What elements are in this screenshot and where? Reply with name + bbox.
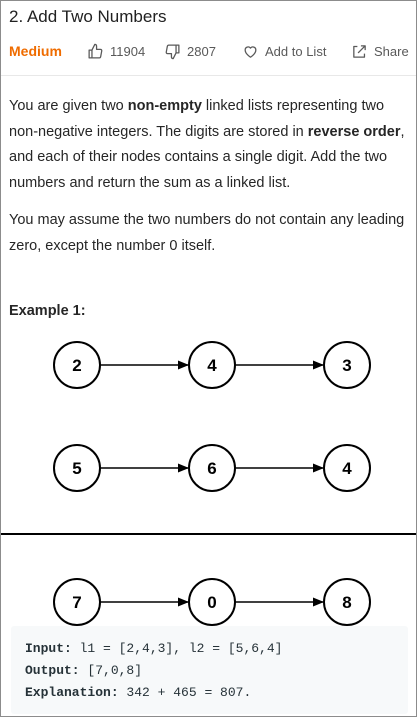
- description-text: , and each of their nodes contains a sin…: [9, 123, 405, 191]
- node-value: 3: [342, 356, 351, 375]
- problem-meta-bar: Medium 11904 2807 Add to List: [1, 39, 416, 63]
- input-label: Input:: [25, 641, 72, 656]
- share-label: Share: [374, 43, 409, 59]
- list-node: [188, 444, 236, 492]
- emphasized-text: reverse order: [307, 123, 401, 140]
- node-value: 4: [207, 356, 217, 375]
- add-to-list-label: Add to List: [265, 43, 327, 59]
- thumbs-down-icon: [165, 43, 180, 59]
- list-node: [323, 444, 371, 492]
- list-node: [188, 578, 236, 626]
- node-value: 2: [72, 356, 81, 375]
- description-paragraph-2: You may assume the two numbers do not co…: [9, 212, 405, 254]
- list-node: [53, 578, 101, 626]
- share-button[interactable]: Share: [351, 39, 409, 63]
- meta-divider: [1, 75, 416, 76]
- difficulty-badge: Medium: [9, 43, 62, 59]
- node-value: 8: [342, 593, 351, 612]
- list-node: [53, 444, 101, 492]
- like-button[interactable]: 11904: [87, 39, 145, 63]
- input-value: l1 = [2,4,3], l2 = [5,6,4]: [71, 641, 283, 656]
- thumbs-up-icon: [88, 43, 103, 59]
- linked-list-2: 5 6 4: [53, 444, 371, 492]
- linked-list-example-diagram: 2 4 3 5 6 4 7 0 8: [1, 341, 416, 626]
- input-line: Input: l1 = [2,4,3], l2 = [5,6,4]: [25, 641, 282, 656]
- add-to-list-button[interactable]: Add to List: [242, 39, 326, 63]
- list-node: [323, 341, 371, 389]
- list-node: [53, 341, 101, 389]
- problem-description: You are given two non-empty linked lists…: [9, 94, 411, 271]
- node-value: 7: [72, 593, 81, 612]
- problem-title: 2. Add Two Numbers: [9, 7, 167, 26]
- description-text: You are given two: [9, 98, 128, 114]
- description-paragraph-1: You are given two non-empty linked lists…: [9, 94, 411, 196]
- likes-count: 11904: [110, 43, 146, 59]
- node-value: 6: [207, 459, 216, 478]
- dislike-button[interactable]: 2807: [164, 39, 216, 63]
- list-node: [188, 341, 236, 389]
- output-label: Output:: [25, 663, 80, 678]
- emphasized-text: non-empty: [127, 98, 202, 114]
- linked-list-1: 2 4 3: [53, 341, 371, 389]
- node-value: 5: [72, 459, 81, 478]
- heart-icon: [244, 45, 257, 58]
- output-line: Output: [7,0,8]: [25, 663, 142, 678]
- example-heading: Example 1:: [9, 303, 86, 319]
- explanation-value: 342 + 465 = 807.: [118, 685, 252, 700]
- description-text: linked lists representing two non-negati…: [9, 98, 385, 140]
- node-value: 4: [342, 459, 352, 478]
- explanation-label: Explanation:: [25, 685, 119, 700]
- node-value: 0: [207, 593, 216, 612]
- share-icon: [353, 44, 366, 58]
- linked-list-3: 7 0 8: [53, 578, 371, 626]
- dislikes-count: 2807: [187, 43, 216, 59]
- list-node: [323, 578, 371, 626]
- explanation-line: Explanation: 342 + 465 = 807.: [25, 685, 251, 700]
- example-code-block: Input: l1 = [2,4,3], l2 = [5,6,4] Output…: [11, 626, 408, 714]
- output-value: [7,0,8]: [79, 663, 143, 678]
